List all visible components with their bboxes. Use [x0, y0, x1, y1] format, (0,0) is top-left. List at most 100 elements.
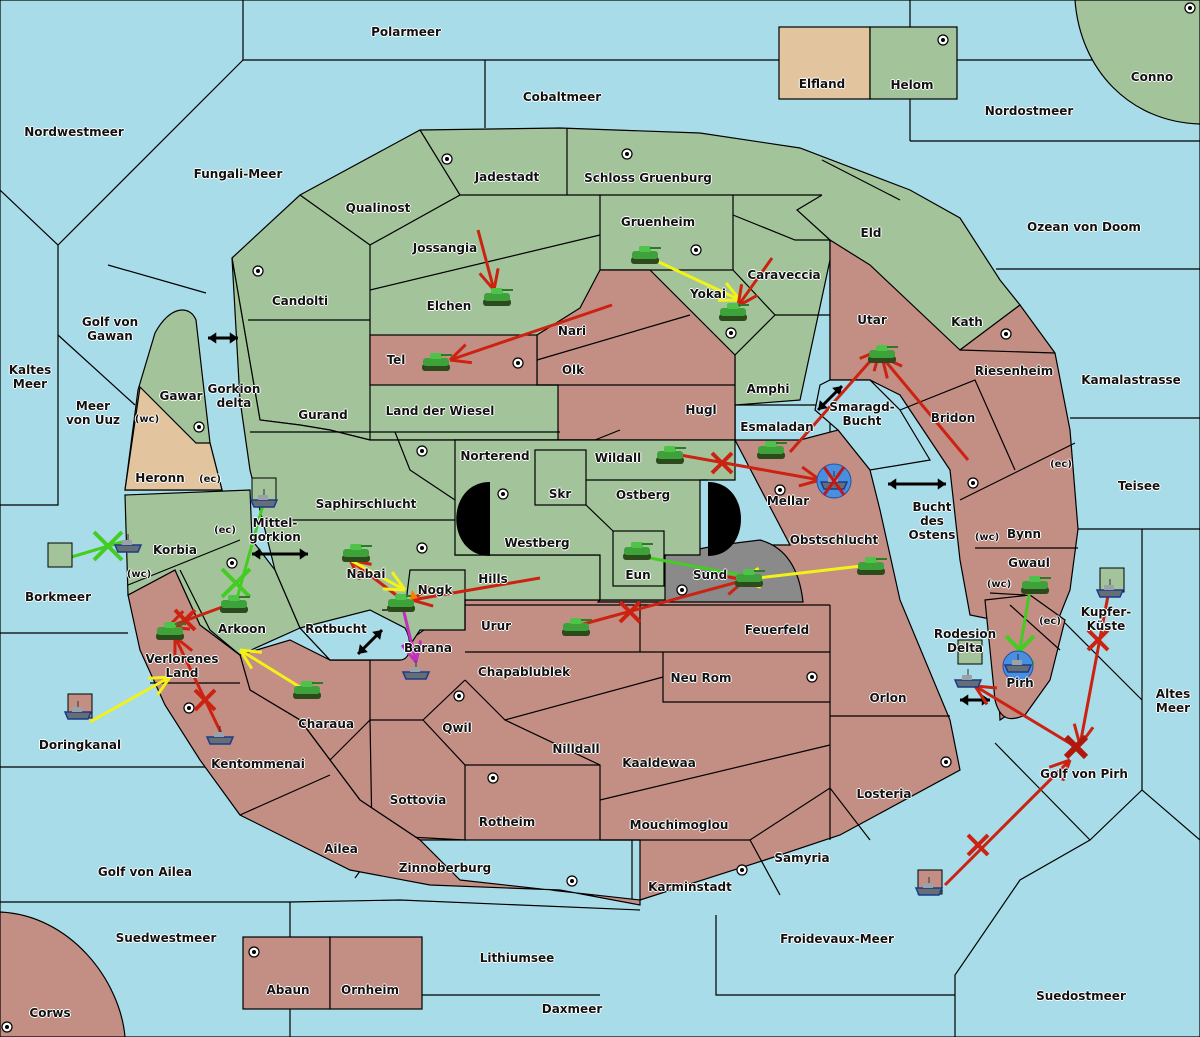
region-label-caraveccia[interactable]: Caraveccia	[747, 268, 821, 282]
region-label-rotheim[interactable]: Rotheim	[478, 815, 536, 829]
region-label-charaua[interactable]: Charaua	[297, 717, 355, 731]
region-label-tel[interactable]: Tel	[386, 353, 406, 367]
region-ornheim[interactable]	[329, 936, 423, 1010]
region-label-abaun[interactable]: Abaun	[266, 983, 310, 997]
region-label-hugl[interactable]: Hugl	[685, 403, 717, 417]
region-label-jadestadt[interactable]: Jadestadt	[474, 170, 540, 184]
region-label-wildall[interactable]: Wildall	[594, 451, 642, 465]
region-label-barana[interactable]: Barana	[404, 641, 452, 655]
army-unit-icon[interactable]	[1021, 576, 1051, 594]
region-label-altes-meer[interactable]: Altes Meer	[1155, 687, 1191, 715]
region-label-arkoon[interactable]: Arkoon	[218, 622, 266, 636]
fleet-unit-icon[interactable]	[63, 701, 93, 720]
fleet-unit-icon[interactable]	[249, 489, 279, 508]
region-label-qualinost[interactable]: Qualinost	[345, 201, 411, 215]
region-label-elchen[interactable]: Elchen	[426, 299, 472, 313]
region-label-nogk[interactable]: Nogk	[417, 583, 453, 597]
region-label-mouchimoglou[interactable]: Mouchimoglou	[629, 818, 729, 832]
region-label-losteria[interactable]: Losteria	[856, 787, 912, 801]
army-unit-icon[interactable]	[156, 622, 186, 640]
region-label-riesenheim[interactable]: Riesenheim	[974, 364, 1054, 378]
fleet-unit-icon[interactable]	[1003, 654, 1033, 673]
region-label-kentommenai[interactable]: Kentommenai	[211, 757, 305, 771]
region-label-skr[interactable]: Skr	[548, 487, 572, 501]
region-label-korbia[interactable]: Korbia	[152, 543, 198, 557]
region-label-pirh[interactable]: Pirh	[1006, 676, 1034, 690]
region-label-froidevaux-meer[interactable]: Froidevaux-Meer	[780, 932, 894, 946]
region-label-obstschlucht[interactable]: Obstschlucht	[789, 533, 879, 547]
region-label-golf-von-gawan[interactable]: Golf von Gawan	[81, 315, 139, 343]
army-unit-icon[interactable]	[656, 446, 686, 464]
region-label-golf-von-pirh[interactable]: Golf von Pirh	[1040, 767, 1128, 781]
region-label-golf-von-ailea[interactable]: Golf von Ailea	[97, 865, 193, 879]
army-unit-icon[interactable]	[735, 569, 765, 587]
region-heronn[interactable]	[124, 385, 223, 491]
fleet-unit-icon[interactable]	[113, 534, 143, 553]
fleet-unit-icon[interactable]	[1095, 579, 1125, 598]
region-label-ozean-von-doom[interactable]: Ozean von Doom	[1027, 220, 1141, 234]
region-label-samyria[interactable]: Samyria	[774, 851, 830, 865]
region-label-mittel-gorkion[interactable]: Mittel- gorkion	[249, 516, 301, 544]
region-label-bynn[interactable]: Bynn	[1006, 527, 1042, 541]
region-label-elfland[interactable]: Elfland	[798, 77, 846, 91]
region-label-esmaladan[interactable]: Esmaladan	[740, 420, 814, 434]
army-unit-icon[interactable]	[868, 345, 898, 363]
region-label-polarmeer[interactable]: Polarmeer	[371, 25, 441, 39]
army-unit-icon[interactable]	[483, 288, 513, 306]
region-label-westberg[interactable]: Westberg	[504, 536, 570, 550]
region-label-corws[interactable]: Corws	[29, 1006, 71, 1020]
region-label-norterend[interactable]: Norterend	[460, 449, 530, 463]
region-label-kupfer-k-ste[interactable]: Kupfer- Küste	[1080, 605, 1132, 633]
region-label-utar[interactable]: Utar	[857, 313, 887, 327]
fleet-unit-icon[interactable]	[953, 669, 983, 688]
region-label-heronn[interactable]: Heronn	[135, 471, 185, 485]
region-label-eun[interactable]: Eun	[625, 568, 651, 582]
army-unit-icon[interactable]	[623, 542, 653, 560]
army-unit-icon[interactable]	[719, 303, 749, 321]
region-label-mellar[interactable]: Mellar	[766, 494, 810, 508]
army-unit-icon[interactable]	[422, 353, 452, 371]
region-label-eld[interactable]: Eld	[860, 226, 882, 240]
region-label-saphirschlucht[interactable]: Saphirschlucht	[315, 497, 417, 511]
region-label-zinnoberburg[interactable]: Zinnoberburg	[398, 861, 492, 875]
region-label-kaltes-meer[interactable]: Kaltes Meer	[8, 363, 52, 391]
region-label-neu-rom[interactable]: Neu Rom	[670, 671, 732, 685]
region-label-gurand[interactable]: Gurand	[298, 408, 348, 422]
region-label-sund[interactable]: Sund	[692, 568, 728, 582]
region-label-schloss-gruenburg[interactable]: Schloss Gruenburg	[584, 171, 712, 185]
region-label-karminstadt[interactable]: Karminstadt	[648, 880, 732, 894]
region-label-nari[interactable]: Nari	[557, 324, 587, 338]
army-unit-icon[interactable]	[631, 246, 661, 264]
army-unit-icon[interactable]	[757, 441, 787, 459]
region-label-qwil[interactable]: Qwil	[442, 721, 472, 735]
fleet-unit-icon[interactable]	[205, 726, 235, 745]
region-label-ostberg[interactable]: Ostberg	[615, 488, 671, 502]
region-label-bridon[interactable]: Bridon	[930, 411, 976, 425]
region-label-meer-von-uuz[interactable]: Meer von Uuz	[65, 399, 121, 427]
region-label-helom[interactable]: Helom	[890, 78, 934, 92]
region-label-verlorenes-land[interactable]: Verlorenes Land	[145, 652, 219, 680]
region-label-kath[interactable]: Kath	[951, 315, 983, 329]
army-unit-icon[interactable]	[857, 557, 887, 575]
region-label-fungali-meer[interactable]: Fungali-Meer	[193, 167, 283, 181]
region-label-borkmeer[interactable]: Borkmeer	[25, 590, 91, 604]
region-label-sottovia[interactable]: Sottovia	[389, 793, 447, 807]
army-unit-icon[interactable]	[220, 595, 250, 613]
region-label-nordostmeer[interactable]: Nordostmeer	[984, 104, 1074, 118]
region-label-nordwestmeer[interactable]: Nordwestmeer	[24, 125, 124, 139]
fleet-unit-icon[interactable]	[401, 661, 431, 680]
region-label-land-der-wiesel[interactable]: Land der Wiesel	[385, 404, 495, 418]
region-label-suedostmeer[interactable]: Suedostmeer	[1036, 989, 1126, 1003]
region-label-lithiumsee[interactable]: Lithiumsee	[479, 951, 555, 965]
region-label-rodesion-delta[interactable]: Rodesion Delta	[933, 627, 997, 655]
region-label-smaragd-bucht[interactable]: Smaragd- Bucht	[829, 400, 895, 428]
region-label-ailea[interactable]: Ailea	[324, 842, 358, 856]
region-label-ornheim[interactable]: Ornheim	[341, 983, 399, 997]
army-unit-icon[interactable]	[293, 681, 323, 699]
fleet-unit-icon[interactable]	[914, 877, 944, 896]
region-label-conno[interactable]: Conno	[1130, 70, 1174, 84]
region-rotbucht[interactable]	[298, 609, 411, 661]
region-label-gwaul[interactable]: Gwaul	[1008, 556, 1050, 570]
region-label-amphi[interactable]: Amphi	[746, 382, 790, 396]
region-label-kaaldewaa[interactable]: Kaaldewaa	[622, 756, 696, 770]
